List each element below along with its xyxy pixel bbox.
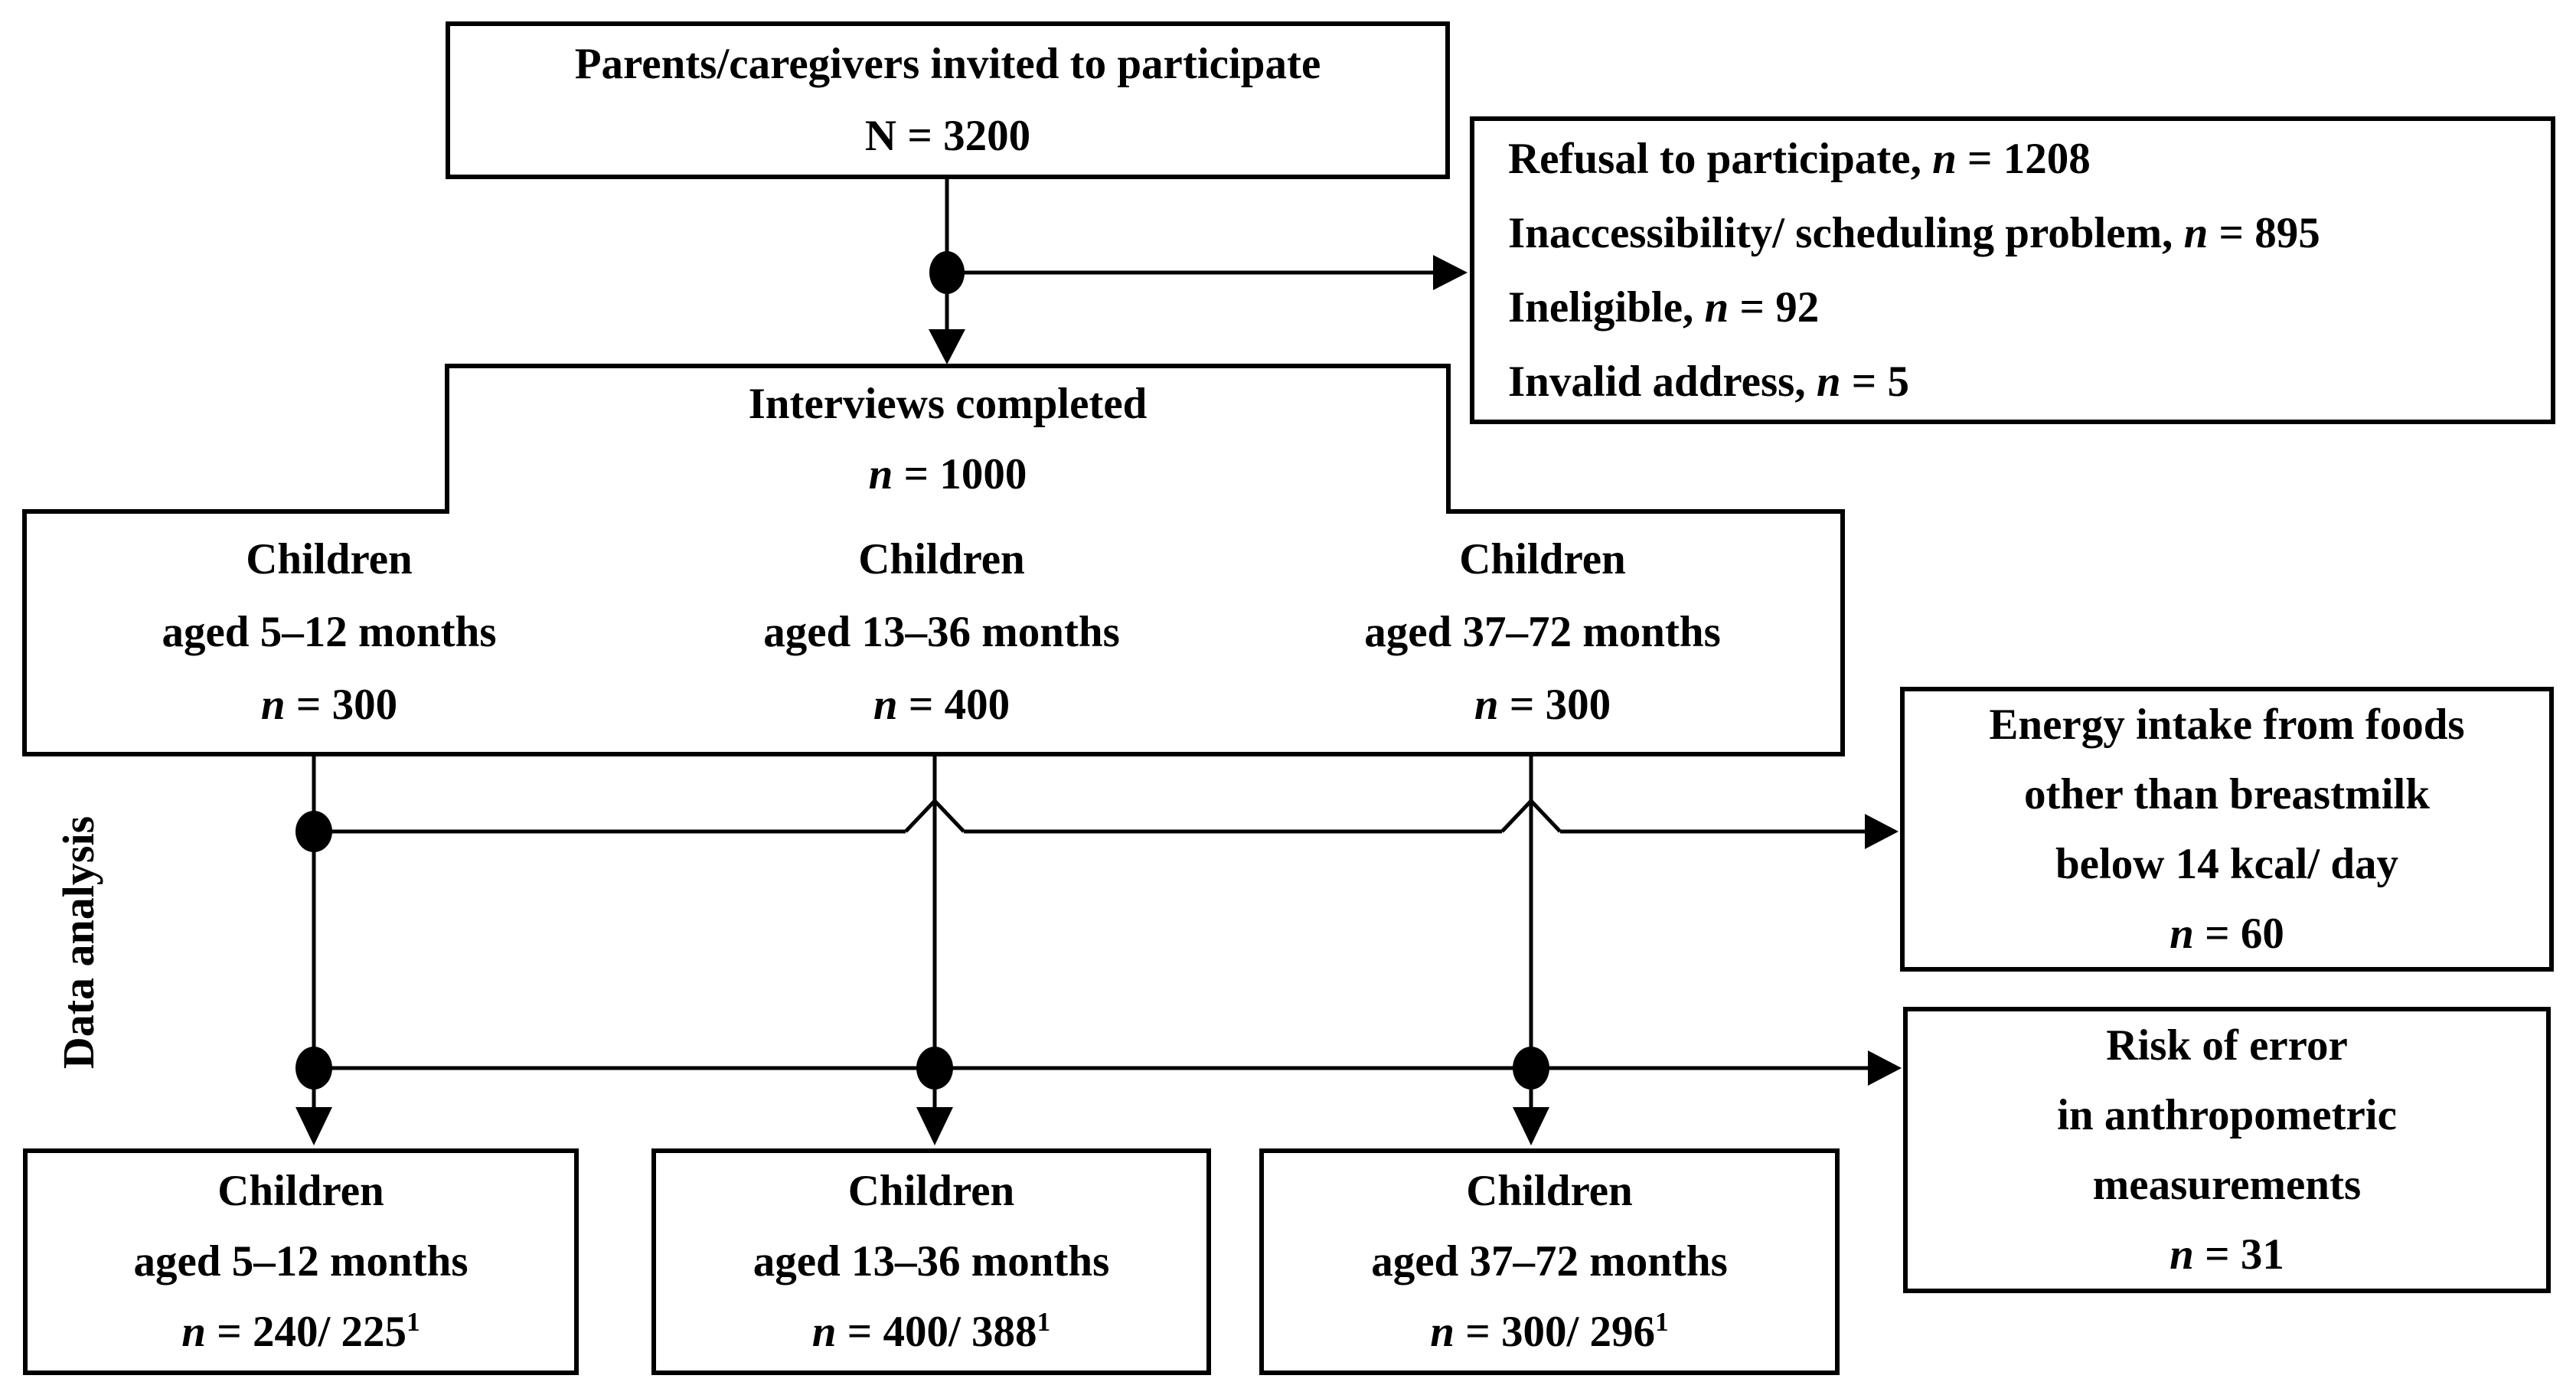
final-box-13-36: Children aged 13–36 months n = 400/ 3881 bbox=[651, 1148, 1211, 1375]
final-box-5-12: Children aged 5–12 months n = 240/ 2251 bbox=[23, 1148, 579, 1375]
arrowhead-right-refusal bbox=[1433, 255, 1468, 290]
final3-line1: Children bbox=[1466, 1167, 1633, 1215]
final2-line2: aged 13–36 months bbox=[753, 1237, 1110, 1286]
group3-line1: Children bbox=[1459, 534, 1626, 583]
interviews-count: n = 1000 bbox=[868, 450, 1027, 498]
interviews-line: Interviews completed bbox=[748, 380, 1148, 428]
final1-line2: aged 5–12 months bbox=[133, 1237, 469, 1286]
invited-count: N = 3200 bbox=[864, 112, 1031, 160]
exclusion-invalid-address: Invalid address, n = 5 bbox=[1508, 358, 1910, 406]
final1-count: n = 240/ 2251 bbox=[181, 1307, 420, 1356]
junction-dot-energy bbox=[295, 811, 332, 852]
risk-line2: in anthropometric bbox=[2057, 1091, 2397, 1139]
energy-exclusion-box: Energy intake from foods other than brea… bbox=[1900, 687, 2554, 972]
final-box-37-72: Children aged 37–72 months n = 300/ 2961 bbox=[1259, 1148, 1840, 1375]
invited-box: Parents/caregivers invited to participat… bbox=[446, 21, 1450, 179]
risk-line3: measurements bbox=[2092, 1161, 2362, 1209]
arrowhead-down-final3 bbox=[1513, 1107, 1549, 1145]
group-col-37-72: Children aged 37–72 months n = 300 bbox=[1275, 515, 1810, 749]
energy-line1: Energy intake from foods bbox=[1989, 701, 2465, 749]
group2-line2: aged 13–36 months bbox=[763, 607, 1120, 656]
energy-line2: other than breastmilk bbox=[2024, 770, 2430, 818]
group3-line2: aged 37–72 months bbox=[1364, 607, 1721, 656]
group-col-13-36: Children aged 13–36 months n = 400 bbox=[674, 515, 1210, 749]
arrowhead-right-energy bbox=[1865, 814, 1899, 849]
junction-dot-risk-3 bbox=[1513, 1047, 1549, 1090]
junction-dot-risk-2 bbox=[916, 1047, 953, 1090]
line-hop-2 bbox=[1500, 798, 1562, 833]
group2-line1: Children bbox=[858, 534, 1025, 583]
group3-count: n = 300 bbox=[1474, 680, 1611, 729]
arrowhead-down-final1 bbox=[295, 1107, 332, 1145]
group-col-5-12: Children aged 5–12 months n = 300 bbox=[61, 515, 597, 749]
invited-line: Parents/caregivers invited to participat… bbox=[574, 40, 1321, 88]
line-hop-1 bbox=[904, 798, 965, 833]
arrowhead-right-risk bbox=[1868, 1050, 1902, 1086]
final2-line1: Children bbox=[847, 1167, 1015, 1215]
energy-count: n = 60 bbox=[2170, 910, 2284, 958]
arrowhead-down-interviews bbox=[929, 329, 965, 364]
exclusion-refusal: Refusal to participate, n = 1208 bbox=[1508, 135, 2091, 183]
exclusion-ineligible: Ineligible, n = 92 bbox=[1508, 283, 1820, 332]
data-analysis-label: Data analysis bbox=[54, 815, 103, 1070]
energy-line3: below 14 kcal/ day bbox=[2055, 840, 2399, 888]
interviews-box: Interviews completed n = 1000 bbox=[447, 369, 1448, 510]
group1-count: n = 300 bbox=[260, 680, 398, 729]
top-exclusions-box: Refusal to participate, n = 1208 Inacces… bbox=[1470, 116, 2555, 424]
risk-line1: Risk of error bbox=[2106, 1021, 2348, 1070]
group1-line1: Children bbox=[246, 534, 413, 583]
exclusion-inaccessibility: Inaccessibility/ scheduling problem, n =… bbox=[1508, 209, 2320, 257]
risk-count: n = 31 bbox=[2170, 1230, 2284, 1279]
final3-line2: aged 37–72 months bbox=[1371, 1237, 1728, 1286]
risk-exclusion-box: Risk of error in anthropometric measurem… bbox=[1903, 1007, 2551, 1293]
junction-dot-risk-1 bbox=[295, 1047, 332, 1090]
final1-line1: Children bbox=[217, 1167, 384, 1215]
final2-count: n = 400/ 3881 bbox=[811, 1307, 1051, 1356]
junction-dot-top bbox=[929, 251, 965, 294]
group1-line2: aged 5–12 months bbox=[162, 607, 497, 656]
final3-count: n = 300/ 2961 bbox=[1430, 1307, 1669, 1356]
group2-count: n = 400 bbox=[873, 680, 1010, 729]
arrowhead-down-final2 bbox=[916, 1107, 953, 1145]
